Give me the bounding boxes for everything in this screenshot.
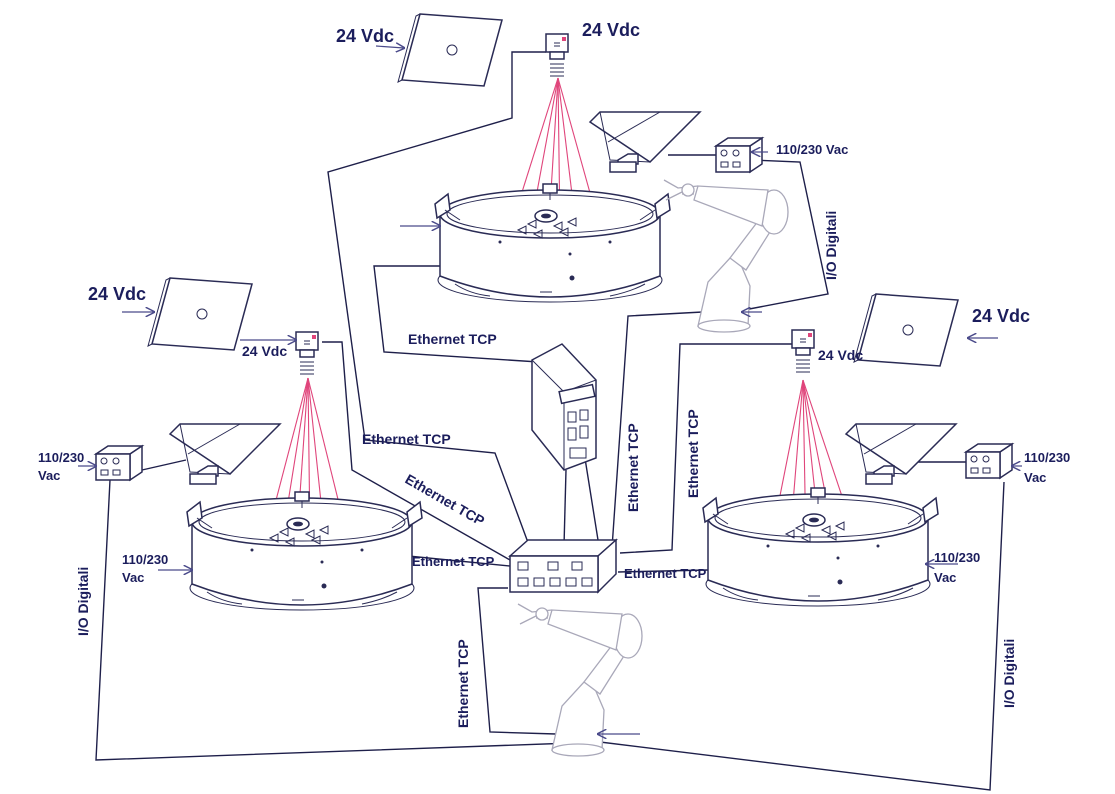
voltage-label-ac: Vac [122, 570, 144, 585]
power-box-icon [95, 445, 143, 481]
voltage-label-24vdc: 24 Vdc [88, 284, 146, 304]
ethernet-label: Ethernet TCP [624, 566, 707, 581]
lighting-panel-icon [853, 293, 959, 367]
feeder-bowl-icon [186, 491, 423, 611]
ethernet-label: Ethernet TCP [455, 639, 471, 728]
voltage-label-ac: 110/230 Vac [776, 142, 848, 157]
ethernet-label: Ethernet TCP [408, 331, 497, 347]
hopper-icon [589, 111, 701, 173]
voltage-label-24vdc: 24 Vdc [242, 343, 287, 359]
feeder-bowl-icon [434, 183, 671, 303]
robot-arm-icon [663, 179, 789, 333]
voltage-label-ac: 110/230 [1024, 450, 1070, 465]
voltage-label-ac: 110/230 [122, 552, 168, 567]
wiring [95, 51, 1005, 791]
ethernet-label: Ethernet TCP [362, 431, 451, 447]
top-station [397, 13, 789, 333]
io-digital-label: I/O Digitali [823, 211, 839, 280]
voltage-label-ac: 110/230 [934, 550, 980, 565]
voltage-label-ac: Vac [1024, 470, 1046, 485]
lighting-panel-icon [147, 277, 253, 351]
voltage-label-ac: Vac [934, 570, 956, 585]
voltage-label-ac: 110/230 [38, 450, 84, 465]
power-box-icon [965, 443, 1013, 479]
input-arrows [78, 46, 1022, 734]
controller-icon [531, 343, 597, 471]
left-station [95, 277, 423, 611]
voltage-label-ac: Vac [38, 468, 60, 483]
lighting-panel-icon [397, 13, 503, 87]
voltage-label-24vdc: 24 Vdc [972, 306, 1030, 326]
io-digital-label: I/O Digitali [75, 567, 91, 636]
voltage-label-24vdc: 24 Vdc [818, 347, 863, 363]
feeder-bowl-icon [702, 487, 939, 607]
power-box-icon [715, 137, 763, 173]
camera-icon [791, 329, 815, 373]
camera-icon [295, 331, 319, 375]
ethernet-label: Ethernet TCP [685, 409, 701, 498]
right-station [702, 293, 1013, 607]
labels: 24 Vdc 24 Vdc 24 Vdc 24 Vdc 24 Vdc 24 Vd… [38, 20, 1070, 728]
voltage-label-24vdc: 24 Vdc [582, 20, 640, 40]
hopper-icon [169, 423, 281, 485]
ethernet-label: Ethernet TCP [625, 423, 641, 512]
io-digital-label: I/O Digitali [1001, 639, 1017, 708]
ethernet-label: Ethernet TCP [412, 554, 495, 569]
voltage-label-24vdc: 24 Vdc [336, 26, 394, 46]
network-switch-icon [508, 538, 618, 594]
camera-icon [545, 33, 569, 77]
hopper-icon [845, 423, 957, 485]
